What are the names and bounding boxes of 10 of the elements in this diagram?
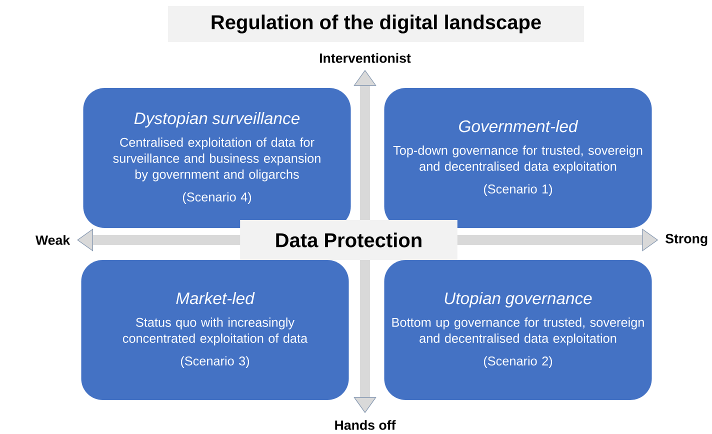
axis-label: Interventionist bbox=[320, 53, 411, 63]
scenario-box: Government-led Top-down governance for trusted, sovereign and decentralised data exploitation (Scenario 1) bbox=[384, 88, 652, 228]
scenario-box: Dystopian surveillance Centralised exploitation of data for surveillance and business expansion by government and oligarchs (Scenario 4) bbox=[83, 88, 351, 228]
scenario-box: Market-led Status quo with increasingly concentrated exploitation of data (Scenario 3) bbox=[81, 260, 349, 400]
edge-label: Data Protection bbox=[240, 220, 458, 260]
axis-label: Strong bbox=[666, 234, 708, 246]
title-banner: Regulation of the digital landscape bbox=[168, 6, 584, 42]
axis-label: Weak bbox=[36, 235, 70, 245]
axis-label: Hands off bbox=[335, 420, 396, 430]
scenario-box: Utopian governance Bottom up governance for trusted, sovereign and decentralised data exploitation (Scenario 2) bbox=[384, 260, 652, 400]
